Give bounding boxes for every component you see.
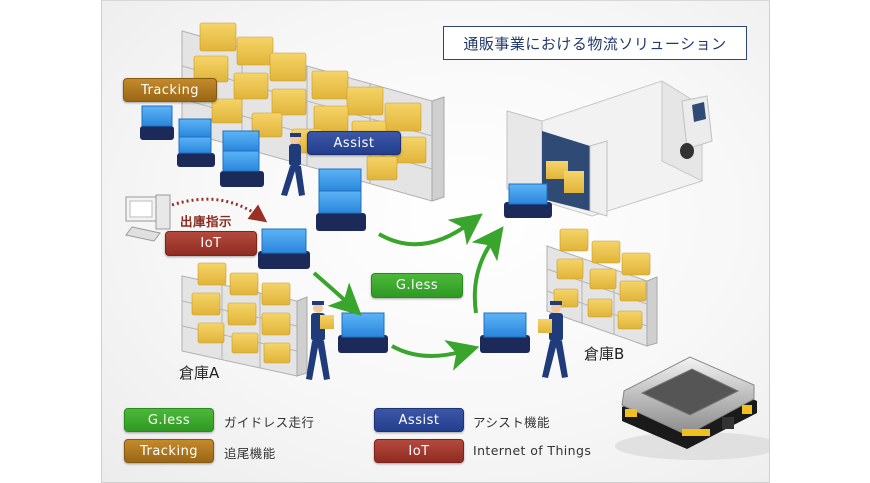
agv-robot [220, 130, 264, 187]
warehouse-b-shelf [546, 228, 658, 347]
legend-tracking-badge: Tracking [124, 439, 214, 463]
warehouse-a-shelf [181, 262, 308, 377]
diagram-frame: 通販事業における物流ソリューション Tracking Assist IoT G.… [101, 0, 770, 483]
agv-robot [258, 228, 310, 269]
warehouse-b-label: 倉庫B [584, 345, 625, 363]
iot-badge: IoT [165, 231, 257, 256]
legend-gless-badge: G.less [124, 408, 214, 432]
flow-arrow [312, 271, 362, 316]
illustration-canvas [125, 22, 769, 460]
legend-gless-description: ガイドレス走行 [224, 415, 315, 430]
flow-arrow [377, 213, 483, 247]
agv-robot [140, 105, 174, 140]
legend-iot-description: Internet of Things [473, 443, 592, 458]
agv-robot [338, 312, 388, 353]
assist-badge: Assist [307, 131, 401, 155]
agv-robot-product-image [615, 356, 769, 460]
agv-robot [316, 168, 366, 231]
computer-terminal [125, 194, 171, 242]
worker-figures [281, 133, 568, 380]
page-title: 通販事業における物流ソリューション [443, 26, 747, 60]
worker-assist [281, 133, 305, 196]
agv-robot [504, 183, 552, 218]
legend-iot-badge: IoT [374, 439, 464, 463]
shipping-instruction-label: 出庫指示 [180, 214, 233, 229]
legend-assist-description: アシスト機能 [473, 415, 550, 430]
worker-warehouse-b [538, 301, 568, 378]
agv-robot [177, 118, 215, 167]
shipping-instruction-arrow [171, 197, 268, 223]
warehouse-a-label: 倉庫A [179, 364, 220, 382]
gless-badge: G.less [371, 273, 463, 298]
agv-robot-fleet [140, 105, 552, 353]
legend-assist-badge: Assist [374, 408, 464, 432]
agv-robot [480, 312, 530, 353]
flow-arrow [471, 226, 504, 314]
worker-warehouse-a [306, 301, 334, 380]
flow-arrows [312, 213, 504, 371]
tracking-badge: Tracking [123, 78, 217, 102]
flow-arrow [391, 340, 480, 371]
legend-tracking-description: 追尾機能 [224, 446, 276, 461]
